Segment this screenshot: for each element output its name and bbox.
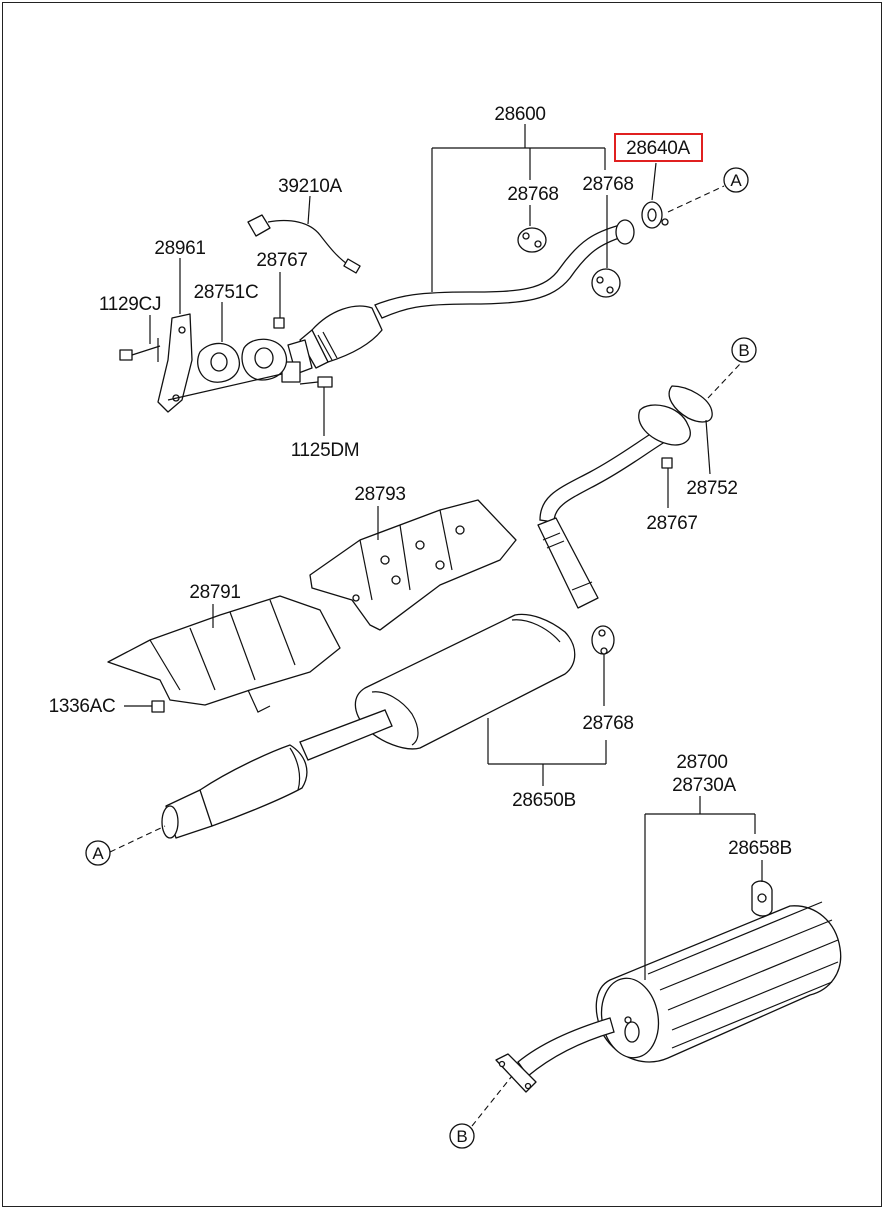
leader-lines — [109, 124, 763, 1127]
label-28768-upper-right[interactable]: 28768 — [582, 174, 634, 195]
center-muffler-28650B[interactable] — [161, 404, 691, 839]
ref-circle-A-top[interactable]: A — [723, 167, 749, 193]
label-28768-lower[interactable]: 28768 — [582, 713, 634, 734]
nut-28767-upper[interactable] — [273, 317, 285, 329]
bolt-1125DM[interactable] — [299, 376, 333, 388]
label-28650B[interactable]: 28650B — [512, 790, 576, 811]
label-28640A[interactable]: 28640A — [626, 138, 691, 159]
bracket-28961[interactable] — [157, 313, 193, 413]
label-1129CJ[interactable]: 1129CJ — [99, 294, 162, 315]
label-28600[interactable]: 28600 — [494, 104, 546, 125]
label-28700[interactable]: 28700 — [676, 752, 728, 773]
label-28961[interactable]: 28961 — [154, 238, 206, 259]
ref-B-top-text: B — [738, 341, 749, 360]
hanger-rubber-28768-upper-right[interactable] — [591, 268, 621, 298]
heat-shield-28791[interactable] — [107, 595, 341, 713]
ref-A-bottom-text: A — [92, 844, 104, 863]
heat-shield-28793[interactable] — [309, 499, 517, 631]
gasket-28640A[interactable] — [641, 201, 669, 229]
highlight-box-28640A — [614, 133, 703, 162]
ref-circle-B-top[interactable]: B — [731, 337, 757, 363]
ref-A-top-text: A — [730, 171, 742, 190]
main-muffler-28700[interactable] — [517, 901, 842, 1077]
front-pipe-assembly[interactable] — [281, 219, 635, 383]
label-28751C[interactable]: 28751C — [194, 282, 259, 303]
label-1125DM[interactable]: 1125DM — [291, 440, 360, 461]
label-28768-upper-left[interactable]: 28768 — [507, 184, 559, 205]
label-28767-lower[interactable]: 28767 — [646, 513, 698, 534]
oxygen-sensor-39210A[interactable] — [247, 214, 361, 274]
label-1336AC[interactable]: 1336AC — [49, 696, 116, 717]
bolt-1129CJ[interactable] — [119, 345, 161, 361]
label-28793[interactable]: 28793 — [354, 484, 406, 505]
label-28658B[interactable]: 28658B — [728, 838, 792, 859]
hanger-rubber-28768-lower[interactable] — [591, 625, 615, 655]
ref-B-bottom-text: B — [456, 1127, 467, 1146]
gasket-28751C[interactable] — [197, 342, 240, 383]
nut-28767-lower[interactable] — [661, 457, 673, 469]
label-28730A[interactable]: 28730A — [672, 775, 737, 796]
flange-B-lower[interactable] — [495, 1053, 537, 1093]
hanger-rubber-28658B[interactable] — [751, 880, 773, 917]
hanger-rubber-28768-upper-left[interactable] — [517, 227, 547, 253]
ref-circle-A-bottom[interactable]: A — [85, 840, 111, 866]
label-28791[interactable]: 28791 — [189, 582, 241, 603]
label-39210A[interactable]: 39210A — [278, 176, 343, 197]
label-28767-upper[interactable]: 28767 — [256, 250, 308, 271]
ref-circle-B-bottom[interactable]: B — [449, 1123, 475, 1149]
gasket-28752[interactable] — [668, 385, 713, 423]
label-28752[interactable]: 28752 — [686, 478, 738, 499]
nut-1336AC[interactable] — [151, 700, 165, 713]
